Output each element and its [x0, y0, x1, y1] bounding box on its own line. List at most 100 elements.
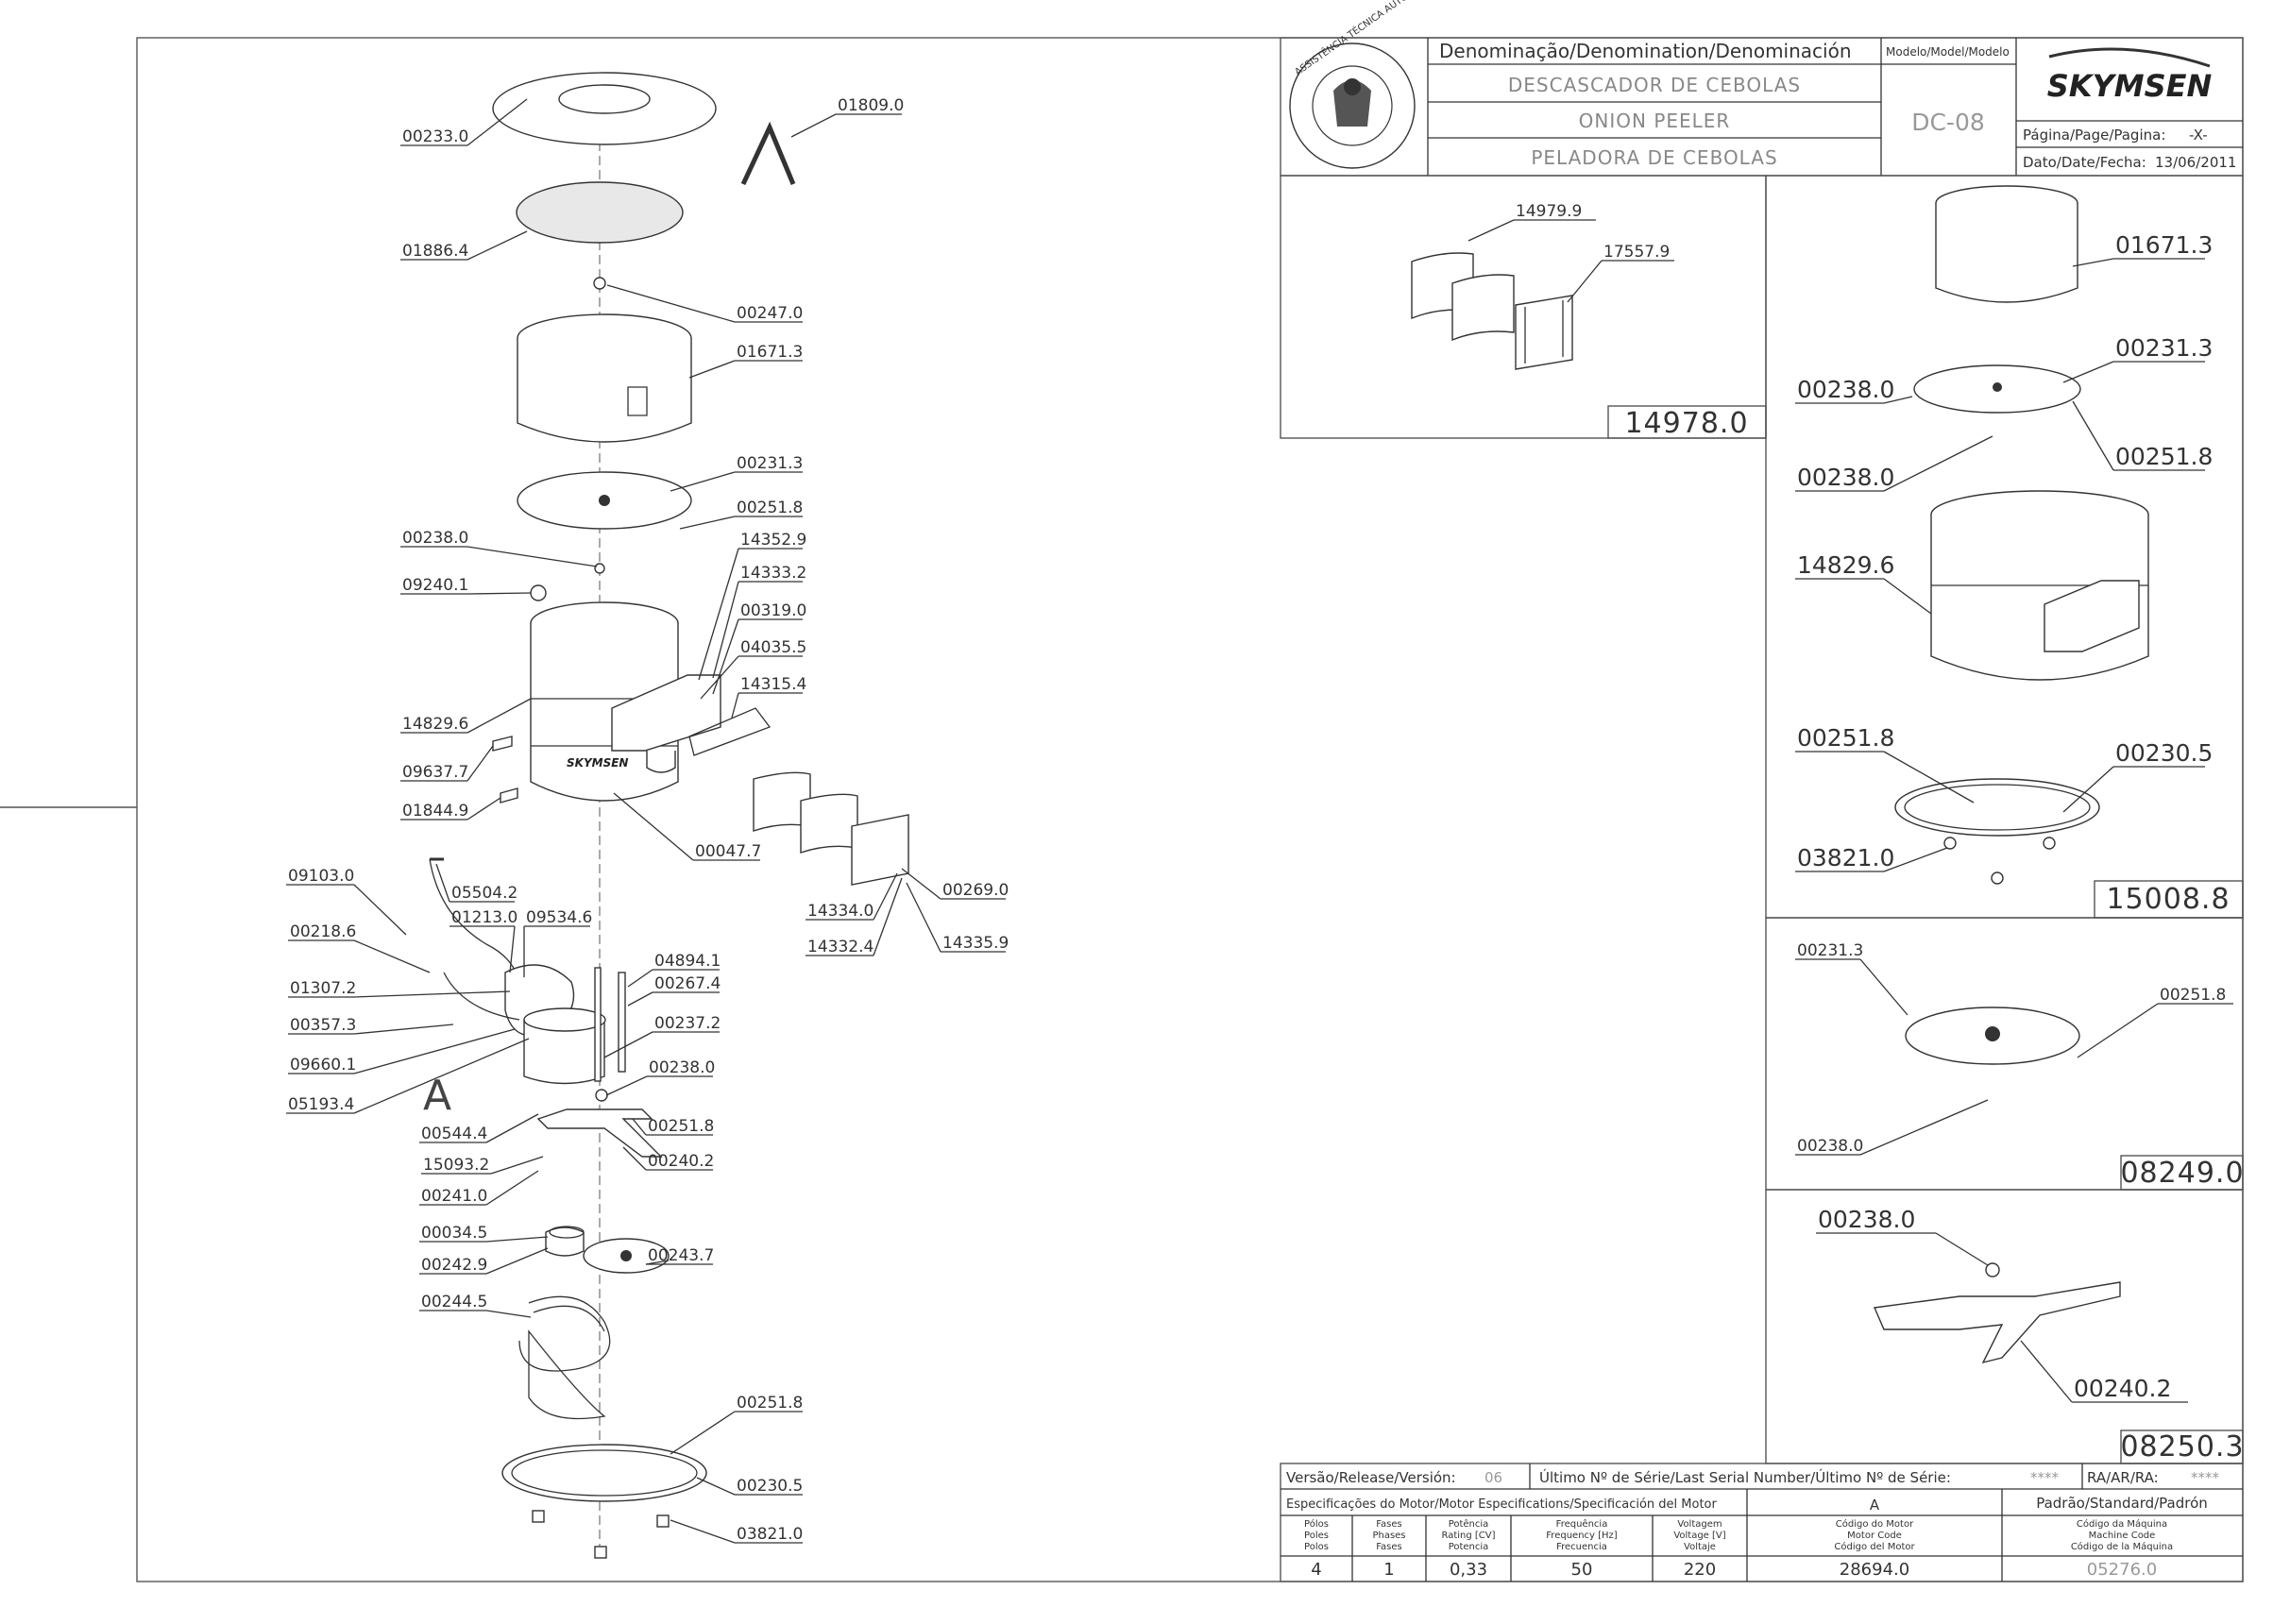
svg-text:50: 50: [1571, 1560, 1593, 1580]
page-label: Página/Page/Pagina:: [2023, 127, 2165, 144]
version-value: 06: [1484, 1469, 1502, 1486]
callout: 00238.0: [1797, 464, 1894, 491]
subassembly-code: 08249.0: [2120, 1157, 2244, 1190]
svg-text:Potencia: Potencia: [1449, 1542, 1489, 1552]
svg-text:Machine Code: Machine Code: [2089, 1531, 2156, 1541]
svg-text:0,33: 0,33: [1450, 1560, 1487, 1580]
svg-text:00231.3: 00231.3: [737, 454, 803, 473]
subassembly-code: 08250.3: [2120, 1430, 2244, 1463]
svg-text:00319.0: 00319.0: [740, 601, 806, 620]
svg-text:14333.2: 14333.2: [740, 564, 806, 583]
svg-text:00244.5: 00244.5: [421, 1293, 487, 1311]
svg-text:14315.4: 14315.4: [740, 675, 806, 694]
svg-text:Fases: Fases: [1376, 1542, 1402, 1552]
svg-text:05504.2: 05504.2: [451, 884, 517, 903]
svg-text:Voltagem: Voltagem: [1677, 1519, 1722, 1530]
callout: 00251.8: [2160, 986, 2226, 1005]
ra-value: ****: [2191, 1469, 2220, 1486]
svg-text:04894.1: 04894.1: [654, 952, 721, 971]
svg-text:14829.6: 14829.6: [402, 715, 468, 734]
svg-text:01307.2: 01307.2: [290, 979, 356, 998]
date-value: 13/06/2011: [2155, 154, 2236, 171]
svg-text:Fases: Fases: [1376, 1519, 1402, 1530]
standard-label: Padrão/Standard/Padrón: [2036, 1495, 2208, 1512]
svg-text:4: 4: [1311, 1560, 1321, 1580]
svg-text:05193.4: 05193.4: [288, 1095, 354, 1114]
svg-text:09103.0: 09103.0: [288, 867, 354, 886]
callout: 00238.0: [1797, 1137, 1863, 1156]
svg-text:00269.0: 00269.0: [942, 881, 1009, 900]
svg-text:00251.8: 00251.8: [648, 1117, 714, 1136]
page-value: -X-: [2189, 127, 2208, 144]
svg-text:00238.0: 00238.0: [402, 529, 468, 548]
svg-text:1: 1: [1383, 1560, 1394, 1580]
callout: 00230.5: [2115, 739, 2213, 767]
model-code: DC-08: [1911, 109, 1985, 136]
svg-text:Phases: Phases: [1372, 1531, 1405, 1541]
exploded-view: SKYMSEN A: [286, 72, 1009, 1559]
svg-text:00241.0: 00241.0: [421, 1187, 487, 1206]
svg-text:00267.4: 00267.4: [654, 974, 721, 993]
footer-table: Versão/Release/Versión: 06 Último Nº de …: [1280, 1463, 2244, 1582]
model-header: Modelo/Model/Modelo: [1886, 45, 2010, 59]
ra-label: RA/AR/RA:: [2087, 1469, 2159, 1486]
callout: 00238.0: [1818, 1206, 1915, 1233]
svg-text:14352.9: 14352.9: [740, 531, 806, 550]
svg-text:00242.9: 00242.9: [421, 1256, 487, 1275]
svg-text:Pólos: Pólos: [1304, 1518, 1329, 1530]
svg-text:Voltaje: Voltaje: [1684, 1542, 1716, 1552]
svg-text:14335.9: 14335.9: [942, 934, 1009, 953]
subassembly-08250: 08250.3 00238.0 00240.2: [1765, 1189, 2244, 1464]
svg-text:ASSISTÊNCIA TÉCNICA AUTORIZADA: ASSISTÊNCIA TÉCNICA AUTORIZADA: [1292, 0, 1439, 77]
section-letter: A: [423, 1072, 451, 1120]
subassembly-code: 15008.8: [2106, 883, 2230, 916]
svg-text:15093.2: 15093.2: [423, 1156, 489, 1175]
callout: 00231.3: [1797, 941, 1863, 960]
seal-logo: ASSISTÊNCIA TÉCNICA AUTORIZADA: [1289, 0, 1440, 169]
main-callouts: 00233.0 01809.0 01886.4 00247.0 01671.3 …: [286, 96, 1009, 1544]
motor-spec-label: Especificações do Motor/Motor Especifica…: [1286, 1497, 1717, 1512]
svg-text:Frequency [Hz]: Frequency [Hz]: [1546, 1531, 1618, 1541]
svg-text:28694.0: 28694.0: [1840, 1560, 1909, 1580]
svg-text:Motor Code: Motor Code: [1847, 1531, 1902, 1541]
svg-text:04035.5: 04035.5: [740, 638, 806, 657]
svg-text:00238.0: 00238.0: [649, 1058, 715, 1077]
title-header: Denominação/Denomination/Denominación: [1439, 40, 1852, 62]
svg-text:Código do Motor: Código do Motor: [1836, 1518, 1914, 1530]
svg-text:01886.4: 01886.4: [402, 242, 468, 261]
callout: 00238.0: [1797, 376, 1894, 403]
name-pt: DESCASCADOR DE CEBOLAS: [1508, 74, 1801, 96]
name-es: PELADORA DE CEBOLAS: [1531, 146, 1777, 169]
svg-text:00247.0: 00247.0: [737, 304, 803, 323]
date-label: Dato/Date/Fecha:: [2023, 154, 2146, 171]
svg-text:09660.1: 09660.1: [290, 1056, 356, 1074]
callout: 00231.3: [2115, 334, 2213, 362]
svg-text:SKYMSEN: SKYMSEN: [2047, 68, 2213, 104]
svg-text:00357.3: 00357.3: [290, 1016, 356, 1035]
subassembly-15008: 15008.8 01671.3 00231.3 00238.0 00238.0 …: [1765, 175, 2244, 919]
svg-text:Poles: Poles: [1304, 1531, 1329, 1541]
svg-text:SKYMSEN: SKYMSEN: [567, 756, 628, 770]
svg-text:00251.8: 00251.8: [737, 499, 803, 517]
motor-headers: Pólos Poles Polos Fases Phases Fases Pot…: [1304, 1518, 2173, 1552]
title-block: ASSISTÊNCIA TÉCNICA AUTORIZADA Denominaç…: [1280, 0, 2244, 177]
svg-text:Rating [CV]: Rating [CV]: [1441, 1531, 1495, 1541]
svg-text:09637.7: 09637.7: [402, 763, 468, 782]
motor-values: 4 1 0,33 50 220 28694.0 05276.0: [1311, 1560, 2157, 1580]
svg-text:00251.8: 00251.8: [737, 1394, 803, 1413]
svg-text:01213.0: 01213.0: [451, 908, 517, 927]
svg-text:14332.4: 14332.4: [807, 938, 874, 956]
svg-text:00034.5: 00034.5: [421, 1224, 487, 1243]
svg-text:00218.6: 00218.6: [290, 922, 356, 941]
svg-text:00047.7: 00047.7: [695, 842, 761, 861]
svg-text:00233.0: 00233.0: [402, 127, 468, 146]
svg-text:03821.0: 03821.0: [737, 1525, 803, 1544]
brand-logo: SKYMSEN: [2047, 47, 2213, 104]
serial-value: ****: [2030, 1469, 2060, 1486]
callout: 14829.6: [1797, 551, 1894, 579]
svg-text:220: 220: [1684, 1560, 1716, 1580]
callout: 01671.3: [2115, 231, 2213, 259]
svg-text:Frecuencia: Frecuencia: [1556, 1542, 1607, 1552]
svg-text:00243.7: 00243.7: [648, 1246, 714, 1265]
